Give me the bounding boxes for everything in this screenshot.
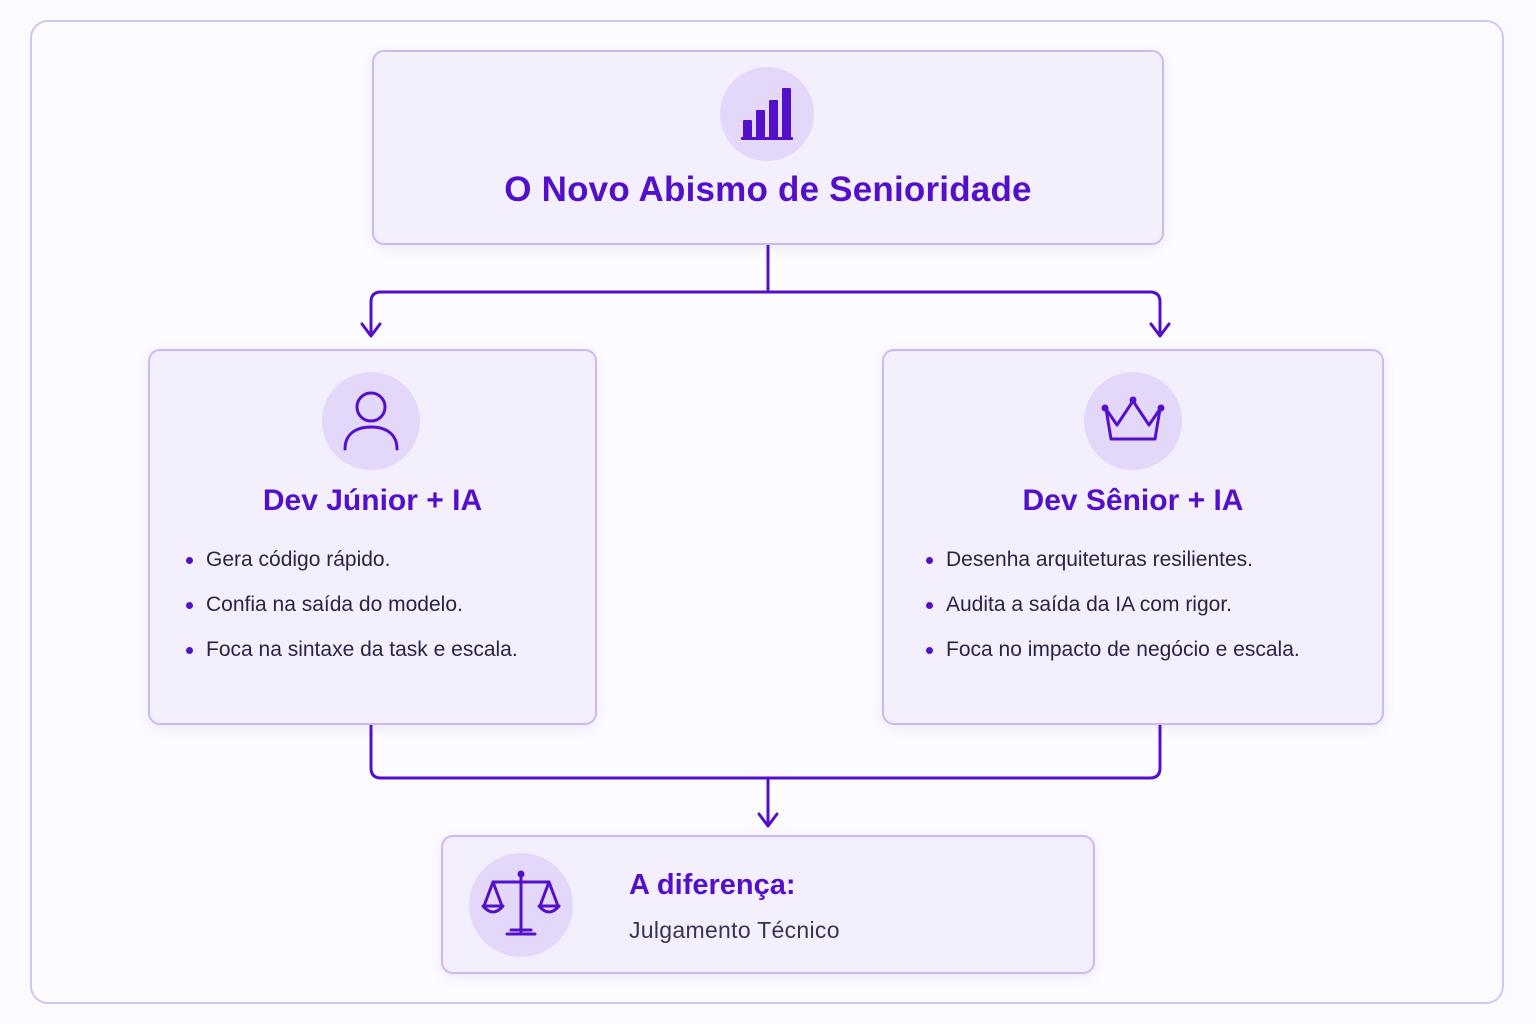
crown-icon [1101, 396, 1165, 441]
title-card: O Novo Abismo de Senioridade [372, 50, 1164, 245]
junior-list: Gera código rápido. Confia na saída do m… [186, 547, 518, 682]
crown-icon-circle [1084, 372, 1182, 470]
list-item: Desenha arquiteturas resilientes. [926, 547, 1300, 592]
bar-chart-icon [741, 88, 793, 140]
user-icon-circle [322, 372, 420, 470]
list-item: Gera código rápido. [186, 547, 518, 592]
senior-list: Desenha arquiteturas resilientes. Audita… [926, 547, 1300, 682]
junior-title: Dev Júnior + IA [262, 484, 483, 517]
diagram-title: O Novo Abismo de Senioridade [504, 170, 1032, 209]
list-item: Foca no impacto de negócio e escala. [926, 637, 1300, 682]
junior-card: Dev Júnior + IA Gera código rápido. Conf… [148, 349, 597, 725]
scales-icon [481, 870, 561, 936]
difference-title: A diferença: [629, 869, 796, 901]
senior-card: Dev Sênior + IA Desenha arquiteturas res… [882, 349, 1384, 725]
user-icon [343, 391, 399, 451]
difference-card: A diferença: Julgamento Técnico [441, 835, 1095, 974]
difference-subtitle: Julgamento Técnico [629, 917, 840, 943]
list-item: Audita a saída da IA com rigor. [926, 592, 1300, 637]
scales-icon-circle [469, 853, 573, 957]
senior-title: Dev Sênior + IA [1022, 484, 1244, 517]
list-item: Foca na sintaxe da task e escala. [186, 637, 518, 682]
list-item: Confia na saída do modelo. [186, 592, 518, 637]
bar-chart-icon-circle [720, 67, 814, 161]
